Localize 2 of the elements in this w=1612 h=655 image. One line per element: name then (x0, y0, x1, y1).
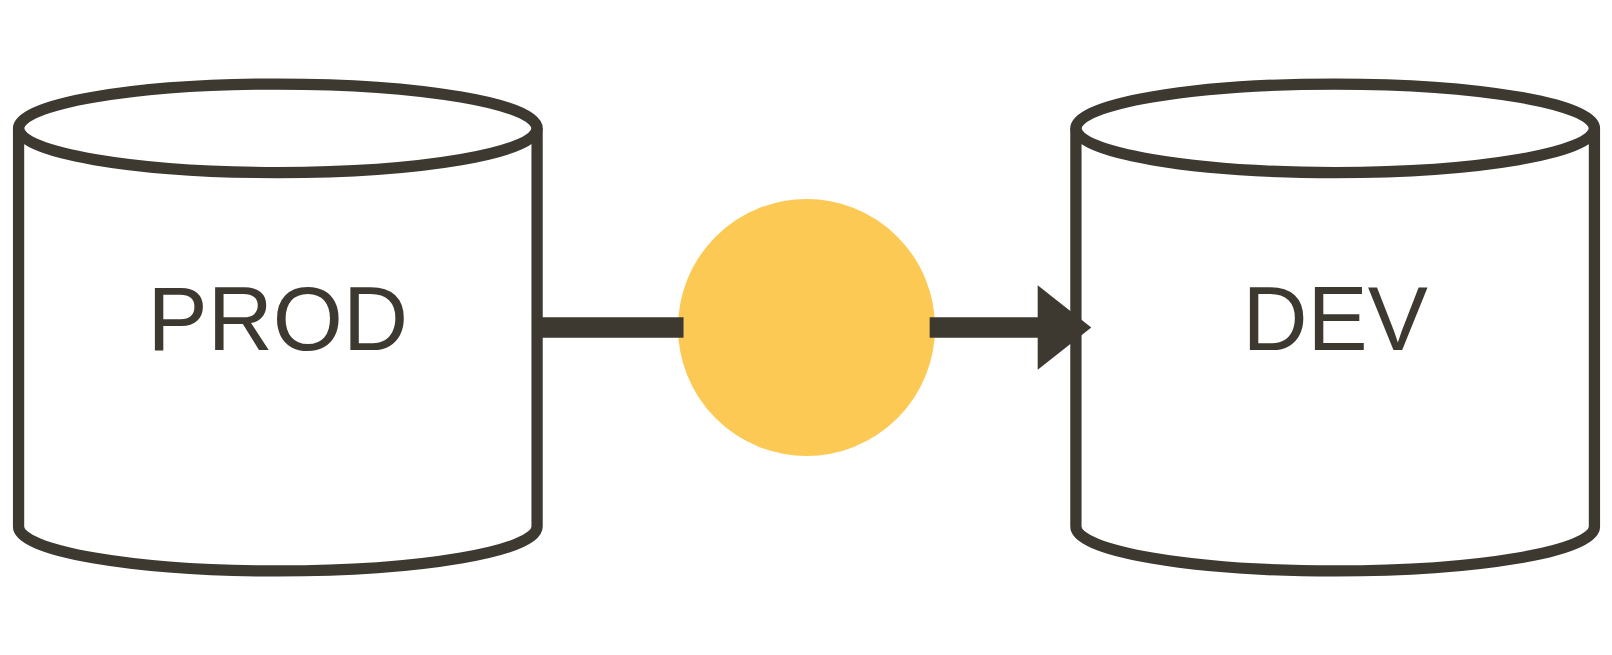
node-gear (677, 199, 935, 456)
arrow (929, 285, 1091, 370)
